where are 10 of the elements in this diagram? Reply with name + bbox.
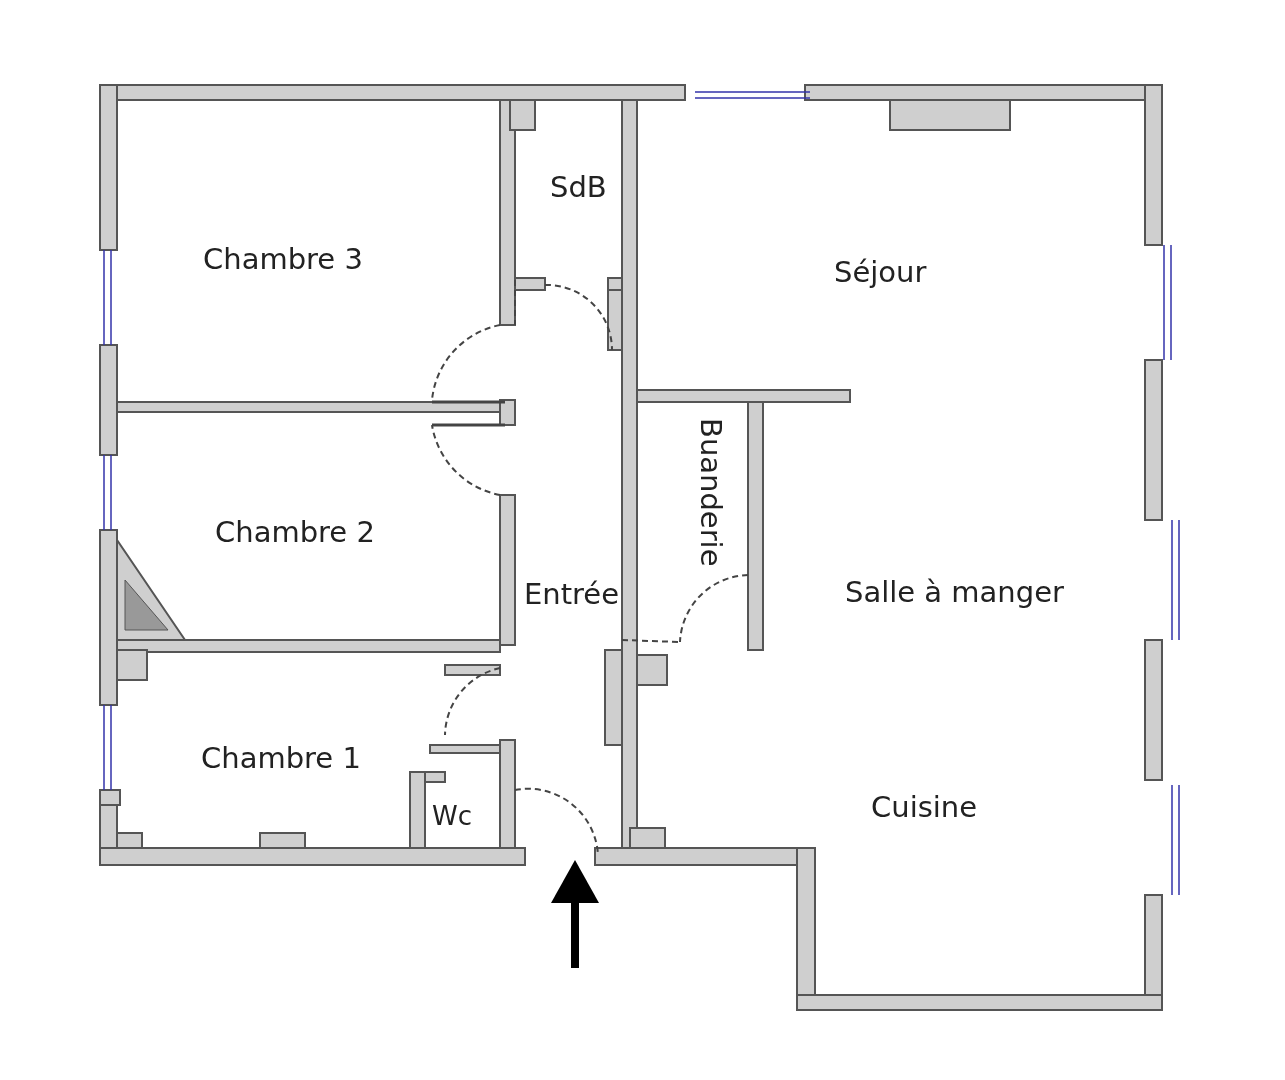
room-label: Chambre 3 [203,244,363,276]
room-label: Chambre 1 [201,743,361,775]
room-label: Wc [432,802,472,831]
room-label: Séjour [834,257,927,289]
room-label: Entrée [524,579,620,611]
room-label: Salle à manger [845,577,1064,609]
room-label: SdB [550,172,607,204]
room-label: Cuisine [871,792,978,824]
room-label: Chambre 2 [215,517,375,549]
room-label: Buanderie [694,418,726,567]
